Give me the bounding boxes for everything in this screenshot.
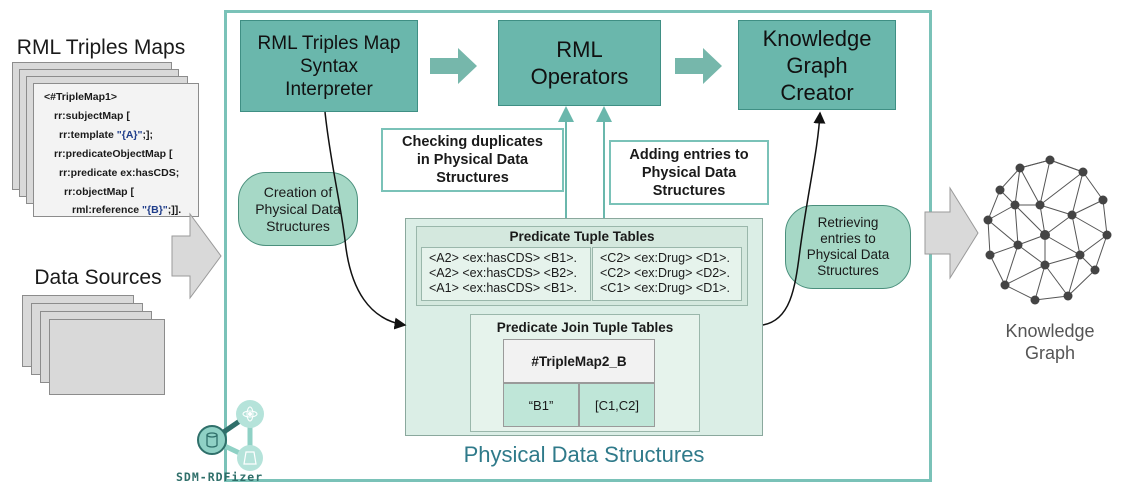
input-arrow xyxy=(171,212,222,300)
join-table-key: “B1” xyxy=(503,383,579,427)
rml-code-page: <#TripleMap1> rr:subjectMap [ rr:templat… xyxy=(33,83,199,217)
join-table-value: [C1,C2] xyxy=(579,383,655,427)
rml-triples-maps-title: RML Triples Maps xyxy=(16,36,186,59)
interpreter-to-pds-connector xyxy=(324,111,407,330)
pds-to-creator-connector xyxy=(762,111,826,326)
code-line: rr:predicate ex:hasCDS; xyxy=(59,167,180,179)
tuple-row: <C2> <ex:Drug> <D2>. xyxy=(600,266,730,280)
tuple-row: <C1> <ex:Drug> <D1>. xyxy=(600,281,730,295)
knowledge-graph-icon xyxy=(987,159,1108,301)
tuple-row: <A2> <ex:hasCDS> <B2>. xyxy=(429,266,578,280)
code-line: rr:objectMap [ xyxy=(64,186,135,198)
code-line: rr:subjectMap [ xyxy=(54,110,130,122)
tuple-row: <A1> <ex:hasCDS> <B1>. xyxy=(429,281,578,295)
hascds-tuple-table: <A2> <ex:hasCDS> <B1>. <A2> <ex:hasCDS> … xyxy=(421,247,591,301)
sdm-rdfizer-logo-icon xyxy=(197,400,264,471)
knowledge-graph-nodes xyxy=(983,155,1112,305)
tuple-row: <C2> <ex:Drug> <D1>. xyxy=(600,251,730,265)
drug-tuple-table: <C2> <ex:Drug> <D1>. <C2> <ex:Drug> <D2>… xyxy=(592,247,742,301)
sdm-rdfizer-logo-text: SDM-RDFizer xyxy=(176,470,264,484)
operators-to-creator-arrow xyxy=(675,48,722,84)
code-line: rr:template "{A}";]; xyxy=(59,129,153,141)
predicate-join-title: Predicate Join Tuple Tables xyxy=(496,320,674,335)
data-source-page-front xyxy=(49,319,165,395)
code-line: rr:predicateObjectMap [ xyxy=(54,148,173,160)
interpreter-to-operators-arrow xyxy=(430,48,477,84)
predicate-tuple-tables-title: Predicate Tuple Tables xyxy=(509,229,655,244)
physical-data-structures-caption: Physical Data Structures xyxy=(463,442,705,467)
join-table-header: #TripleMap2_B xyxy=(503,339,655,383)
code-line: rml:reference "{B}";]]. xyxy=(72,204,182,216)
tuple-row: <A2> <ex:hasCDS> <B1>. xyxy=(429,251,578,265)
data-sources-title: Data Sources xyxy=(34,266,162,289)
output-arrow xyxy=(924,186,979,280)
code-line: <#TripleMap1> xyxy=(44,91,117,103)
